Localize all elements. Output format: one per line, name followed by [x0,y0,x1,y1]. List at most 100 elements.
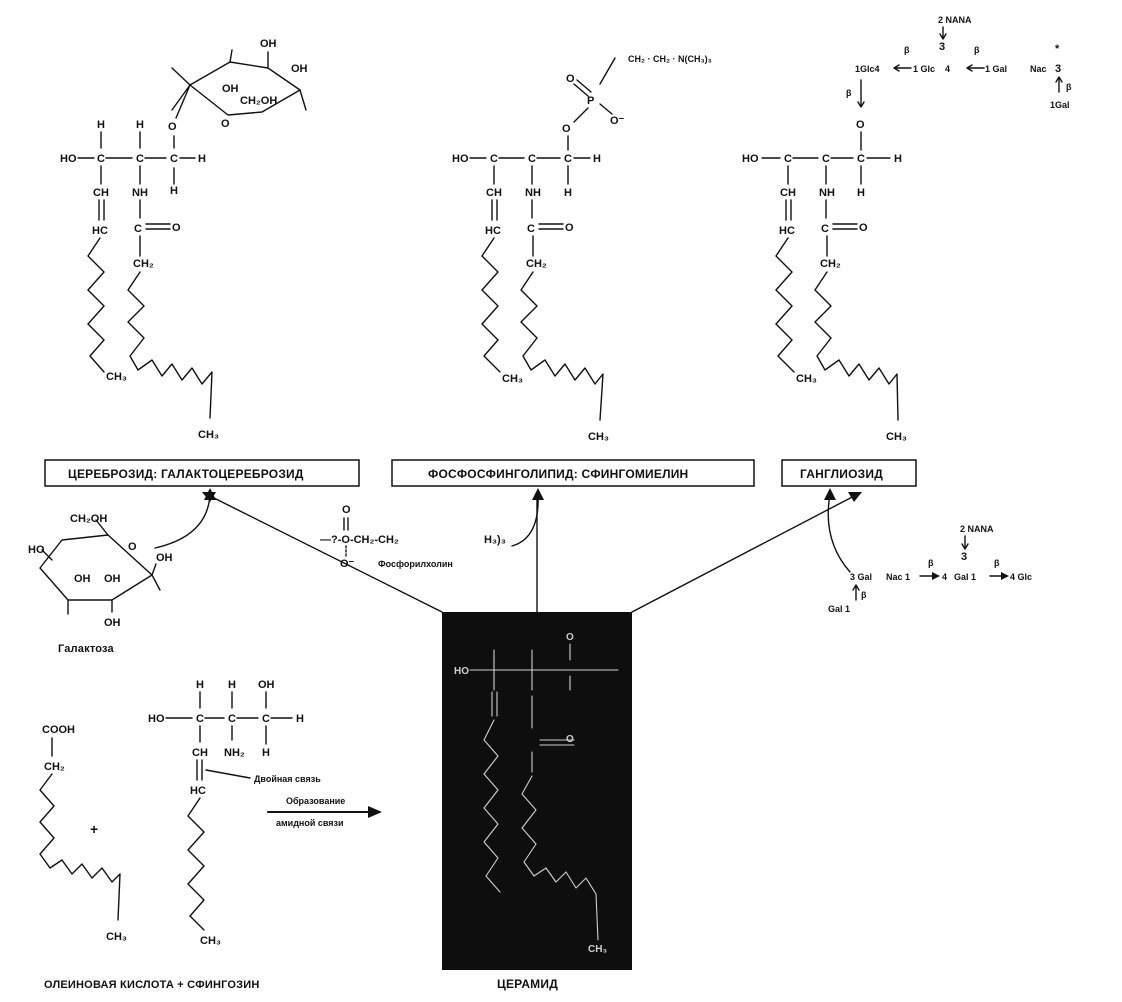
ganglioside-ho: HO [742,153,759,165]
cerebroside-chain-2 [127,271,213,419]
oleic-ch2: CH₂ [44,761,65,773]
ceramide-ho: HO [454,666,469,677]
sphingosine-oh: OH [258,679,275,691]
ganglioside-bottom-3: 3 [961,551,967,563]
ganglioside-bottom-gal3: 3 Gal [850,572,872,582]
ganglioside-chain-1 [775,237,795,373]
phosphorylcholine-label: Фосфорилхолин [378,559,453,569]
ganglioside-arrow [827,493,851,573]
cerebroside-ring-o: O [221,118,230,130]
sphingomyelin-carbonyl-o: O [565,222,574,234]
sphingomyelin-hc: HC [485,225,501,237]
oleic-chain [39,773,121,921]
cerebroside-ch2: CH₂ [133,258,154,270]
galactose-label: Галактоза [58,643,115,655]
ganglioside-label: ГАНГЛИОЗИД [800,467,883,481]
phosphorylcholine-arrow [511,493,539,547]
oleic-acid-structure: COOH CH₂ CH₃ [39,724,127,943]
cerebroside-h-right: H [198,153,206,165]
cerebroside-ch3-2: CH₃ [198,429,219,441]
sphingosine-h1: H [196,679,204,691]
plus-sign: + [90,821,98,837]
cerebroside-link-o: O [168,121,177,133]
ganglioside-chain-2 [814,271,899,421]
sphingomyelin-c3: C [564,153,572,165]
cerebroside-label-box [44,459,360,487]
ganglioside-bottom-gal1b: Gal 1 [828,604,850,614]
galactose-structure: CH₂OH O HO OH OH OH OH Галактоза [28,513,173,655]
cerebroside-h-bot: H [170,185,178,197]
ganglioside-structure: 2 NANA 3 β β 1Glc4 1 Glc 4 1 Gal Nac * 3… [742,15,1072,443]
amide-formation-label-2: амидной связи [276,818,344,828]
phosphorylcholine-formula: —?-O-CH₂-CH₂ [320,534,399,546]
cerebroside-ch2oh: CH₂OH [240,95,277,107]
ganglioside-top-beta3: β [1066,82,1072,92]
cerebroside-h-top2: H [136,119,144,131]
phosphorylcholine-group: O —?-O-CH₂-CH₂ O⁻ Фосфорилхолин H₃)₃ [320,504,506,570]
ganglioside-h-right: H [894,153,902,165]
ganglioside-sugar-chain: 2 NANA 3 β β 3 Gal Nac 1 4 Gal 1 4 Glc β… [828,524,1032,614]
sphingomyelin-ch2: CH₂ [526,258,547,270]
cerebroside-ch: CH [93,187,109,199]
sphingomyelin-chain-1 [481,237,501,373]
cerebroside-carbonyl-c: C [134,223,142,235]
cerebroside-hc: HC [92,225,108,237]
ganglioside-label-box [781,459,917,487]
galactose-ho: HO [28,544,45,556]
ganglioside-o-link: O [856,119,865,131]
sphingomyelin-label: ФОСФОСФИНГОЛИПИД: СФИНГОМИЕЛИН [428,467,688,481]
sphingomyelin-o-top: O [566,73,575,85]
galactose-oh-bot: OH [104,617,121,629]
sphingosine-structure: H H OH HO C C C H H CH NH₂ Двойная связь… [148,679,321,947]
ganglioside-bottom-nac1: Nac 1 [886,572,910,582]
phosphorylcholine-h3: H₃)₃ [484,534,506,546]
oleic-ch3: CH₃ [106,931,127,943]
ganglioside-h-bot: H [857,187,865,199]
cerebroside-oh-3: OH [222,83,239,95]
ganglioside-hc: HC [779,225,795,237]
cerebroside-ho: HO [60,153,77,165]
galactose-oh-mid1: OH [74,573,91,585]
ganglioside-ch3-2: CH₃ [886,431,907,443]
sphingomyelin-structure: CH₂ · CH₂ · N(CH₃)₃ O P O⁻ O HO C C C H … [452,54,712,443]
cerebroside-c3: C [170,153,178,165]
ganglioside-top-gal1: 1Gal [1050,100,1070,110]
cerebroside-sugar-ring [189,61,301,116]
sphingosine-ch3: CH₃ [200,935,221,947]
sphingosine-c1: C [196,713,204,725]
sphingomyelin-label-box [391,459,755,487]
sphingosine-ch: CH [192,747,208,759]
ganglioside-bottom-beta2: β [994,558,1000,568]
ganglioside-ch3-1: CH₃ [796,373,817,385]
ganglioside-carbonyl-c: C [821,223,829,235]
cerebroside-c2: C [136,153,144,165]
ganglioside-top-beta1: β [904,45,910,55]
galactose-arrow [154,493,211,549]
ganglioside-top-glc: 1 Glc [913,64,935,74]
cerebroside-carbonyl-o: O [172,222,181,234]
sphingomyelin-h-bot: H [564,187,572,199]
ganglioside-bottom-gal1: Gal 1 [954,572,976,582]
ceramide-o-top: O [566,632,574,643]
ceramide-to-cerebroside-arrow [205,493,443,613]
sphingomyelin-ho: HO [452,153,469,165]
galactose-oh-right: OH [156,552,173,564]
ceramide-structure: O HO O CH₃ [454,632,619,955]
sphingosine-c3: C [262,713,270,725]
sphingomyelin-chain-2 [520,271,604,421]
ganglioside-ch: CH [780,187,796,199]
ganglioside-top-gal: 1 Gal [985,64,1007,74]
ganglioside-top-3: 3 [939,41,945,53]
oleic-cooh: COOH [42,724,75,736]
sphingosine-nh2: NH₂ [224,747,245,759]
cerebroside-oh-1: OH [260,38,277,50]
sphingomyelin-o-link: O [562,123,571,135]
sphingomyelin-ch3-2: CH₃ [588,431,609,443]
ganglioside-top-nana: 2 NANA [938,15,972,25]
cerebroside-oh-2: OH [291,63,308,75]
ganglioside-top-3b: 3 [1055,63,1061,75]
sphingomyelin-ch3-1: CH₃ [502,373,523,385]
ganglioside-top-nac: Nac [1030,64,1047,74]
sphingosine-c2: C [228,713,236,725]
